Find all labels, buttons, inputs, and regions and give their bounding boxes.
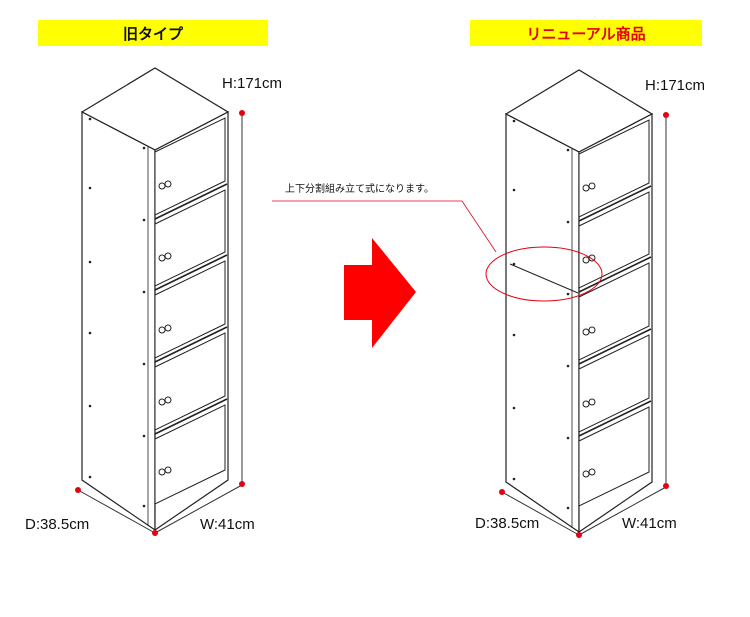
new-width-label: W:41cm xyxy=(622,515,677,532)
old-height-label: H:171cm xyxy=(222,75,282,92)
old-type-label: 旧タイプ xyxy=(38,20,268,46)
assembly-note: 上下分割組み立て式になります。 xyxy=(285,182,434,195)
split-line xyxy=(509,263,579,294)
callout-ellipse xyxy=(485,246,603,302)
new-height-label: H:171cm xyxy=(645,77,705,94)
new-product-label: リニューアル商品 xyxy=(470,20,702,46)
old-depth-label: D:38.5cm xyxy=(25,516,89,533)
new-cabinet-drawing xyxy=(498,69,670,539)
old-width-label: W:41cm xyxy=(200,516,255,533)
new-depth-label: D:38.5cm xyxy=(475,515,539,532)
old-cabinet-drawing xyxy=(74,67,246,537)
callout-line xyxy=(272,200,497,253)
right-arrow-icon xyxy=(344,238,416,348)
